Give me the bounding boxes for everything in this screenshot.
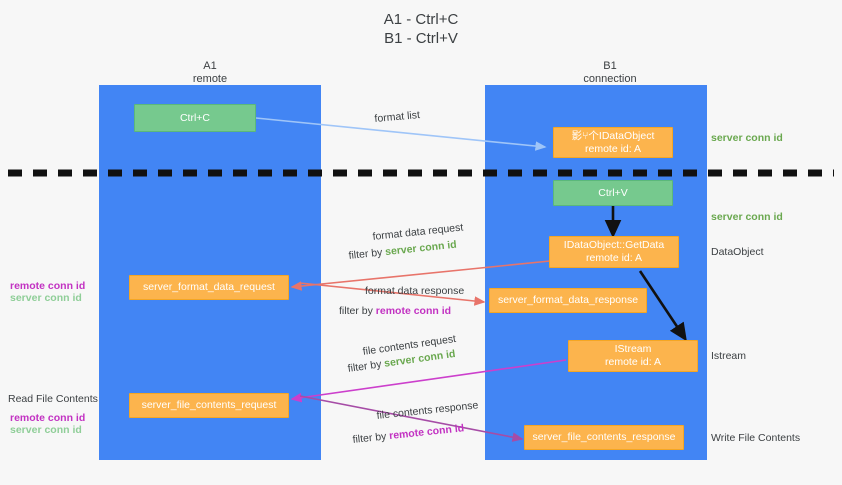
node-idataobject-line1: 影⑂个IDataObject [571,129,655,142]
right-label-dataobject: DataObject [711,246,764,258]
node-server-format-data-request[interactable]: server_format_data_request [129,275,289,300]
node-idataobject-getdata[interactable]: IDataObject::GetData remote id: A [549,236,679,268]
node-ctrl-v-label: Ctrl+V [598,186,628,199]
node-istream[interactable]: IStream remote id: A [568,340,698,372]
node-ctrl-v[interactable]: Ctrl+V [553,180,673,206]
node-istream-line1: IStream [614,343,652,355]
lane-header-a1: A1 remote [130,60,290,86]
lane-b1-name: B1 [603,60,617,72]
title-line-2: B1 - Ctrl+V [384,30,458,47]
edge-label-format-data-request-filter: filter by server conn id [348,239,457,263]
left-label-server-conn-id-1: server conn id [10,292,82,304]
edge-label-file-contents-response-filter: filter by remote conn id [352,422,465,447]
filter-prefix-3: filter by [347,357,386,375]
filter-prefix-4: filter by [352,430,390,446]
filter-prefix-2: filter by [339,305,376,317]
edge-label-format-data-response-filter: filter by remote conn id [339,305,451,318]
edge-label-format-list: format list [374,109,421,125]
node-getdata-line1: IDataObject::GetData [563,239,665,251]
node-sfcreq-label: server_file_contents_request [141,399,277,411]
node-getdata-line2: remote id: A [585,252,643,264]
node-server-format-data-response[interactable]: server_format_data_response [489,288,647,313]
node-ctrl-c[interactable]: Ctrl+C [134,104,256,132]
lane-a1-name: A1 [203,60,217,72]
left-label-server-conn-id-2: server conn id [10,424,82,436]
lane-b1-sub: connection [583,73,637,85]
node-idataobject-line2: remote id: A [584,142,642,155]
title-line-1: A1 - Ctrl+C [383,11,459,28]
left-label-read-file-contents: Read File Contents [8,393,98,405]
node-idataobject[interactable]: 影⑂个IDataObject remote id: A [553,127,673,158]
node-sfdres-label: server_format_data_response [497,294,639,306]
node-sfdreq-label: server_format_data_request [143,281,275,293]
left-label-remote-conn-id-2: remote conn id [10,412,86,424]
lane-header-b1: B1 connection [530,60,690,86]
lane-a1-sub: remote [192,73,228,85]
node-server-file-contents-response[interactable]: server_file_contents_response [524,425,684,450]
filter-key-remote-conn-id-2: remote conn id [388,422,465,443]
right-label-server-conn-id-mid: server conn id [711,211,783,223]
right-label-istream: Istream [711,350,747,362]
node-sfcres-label: server_file_contents_response [532,431,676,443]
right-label-write-file-contents: Write File Contents [711,432,801,444]
node-istream-line2: remote id: A [604,356,662,368]
edge-label-format-data-response: format data response [365,285,465,297]
node-ctrl-c-label: Ctrl+C [179,111,211,124]
left-label-remote-conn-id-1: remote conn id [10,280,86,292]
edge-label-file-contents-response: file contents response [376,399,479,422]
filter-prefix-1: filter by [348,246,386,262]
filter-key-remote-conn-id-1: remote conn id [375,305,452,317]
page-title: A1 - Ctrl+C B1 - Ctrl+V [0,10,842,48]
node-server-file-contents-request[interactable]: server_file_contents_request [129,393,289,418]
right-label-server-conn-id-top: server conn id [711,132,783,144]
